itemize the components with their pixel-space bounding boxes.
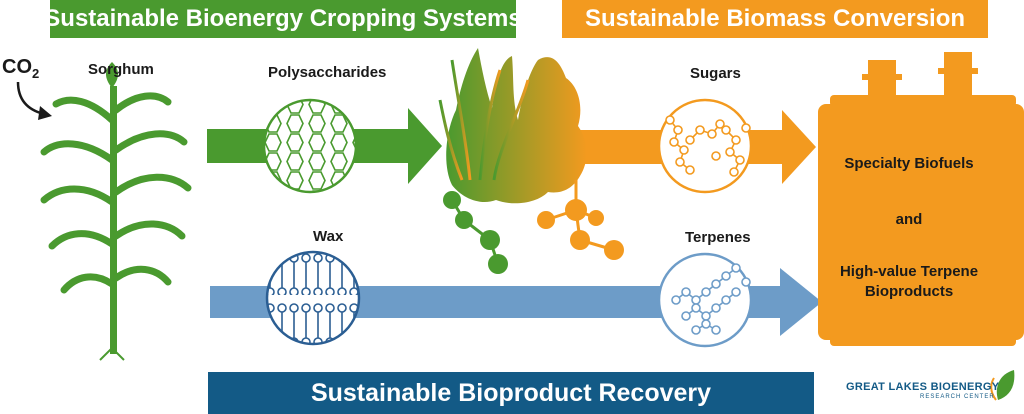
glbrc-logo-subtitle: RESEARCH CENTER [920,394,995,400]
product-terpene-line1: High-value Terpene [839,263,979,280]
co2-arrow-icon [16,81,52,120]
cropping-systems-banner: Sustainable Bioenergy Cropping Systems [44,0,522,38]
co2-label: CO2 [2,56,40,81]
product-terpene-bioproducts: High-value Terpene Bioproducts [814,262,1004,302]
glbrc-logo-name: GREAT LAKES BIOENERGY [846,381,1000,393]
polysaccharides-circle [262,98,358,194]
terpenes-label: Terpenes [685,229,751,246]
product-tank [818,52,1024,346]
wax-label: Wax [313,228,344,245]
wax-circle [265,250,361,346]
orange-molecule [537,180,624,260]
product-specialty-biofuels: Specialty Biofuels [844,155,974,172]
biomass-illustration [438,48,587,204]
sugars-label: Sugars [690,65,741,82]
terpenes-circle [657,252,753,348]
bioproduct-recovery-banner: Sustainable Bioproduct Recovery [208,372,814,414]
sorghum-label: Sorghum [88,61,154,78]
product-and: and [895,211,923,228]
product-terpene-line2: Bioproducts [864,283,954,300]
biomass-conversion-banner: Sustainable Biomass Conversion [562,0,988,38]
glbrc-leaf-logo [990,370,1015,401]
sorghum-plant-icon [40,62,192,361]
green-molecule [443,191,508,274]
co2-subscript: 2 [32,66,40,81]
sugars-circle [657,98,753,194]
polysaccharides-label: Polysaccharides [268,64,387,81]
